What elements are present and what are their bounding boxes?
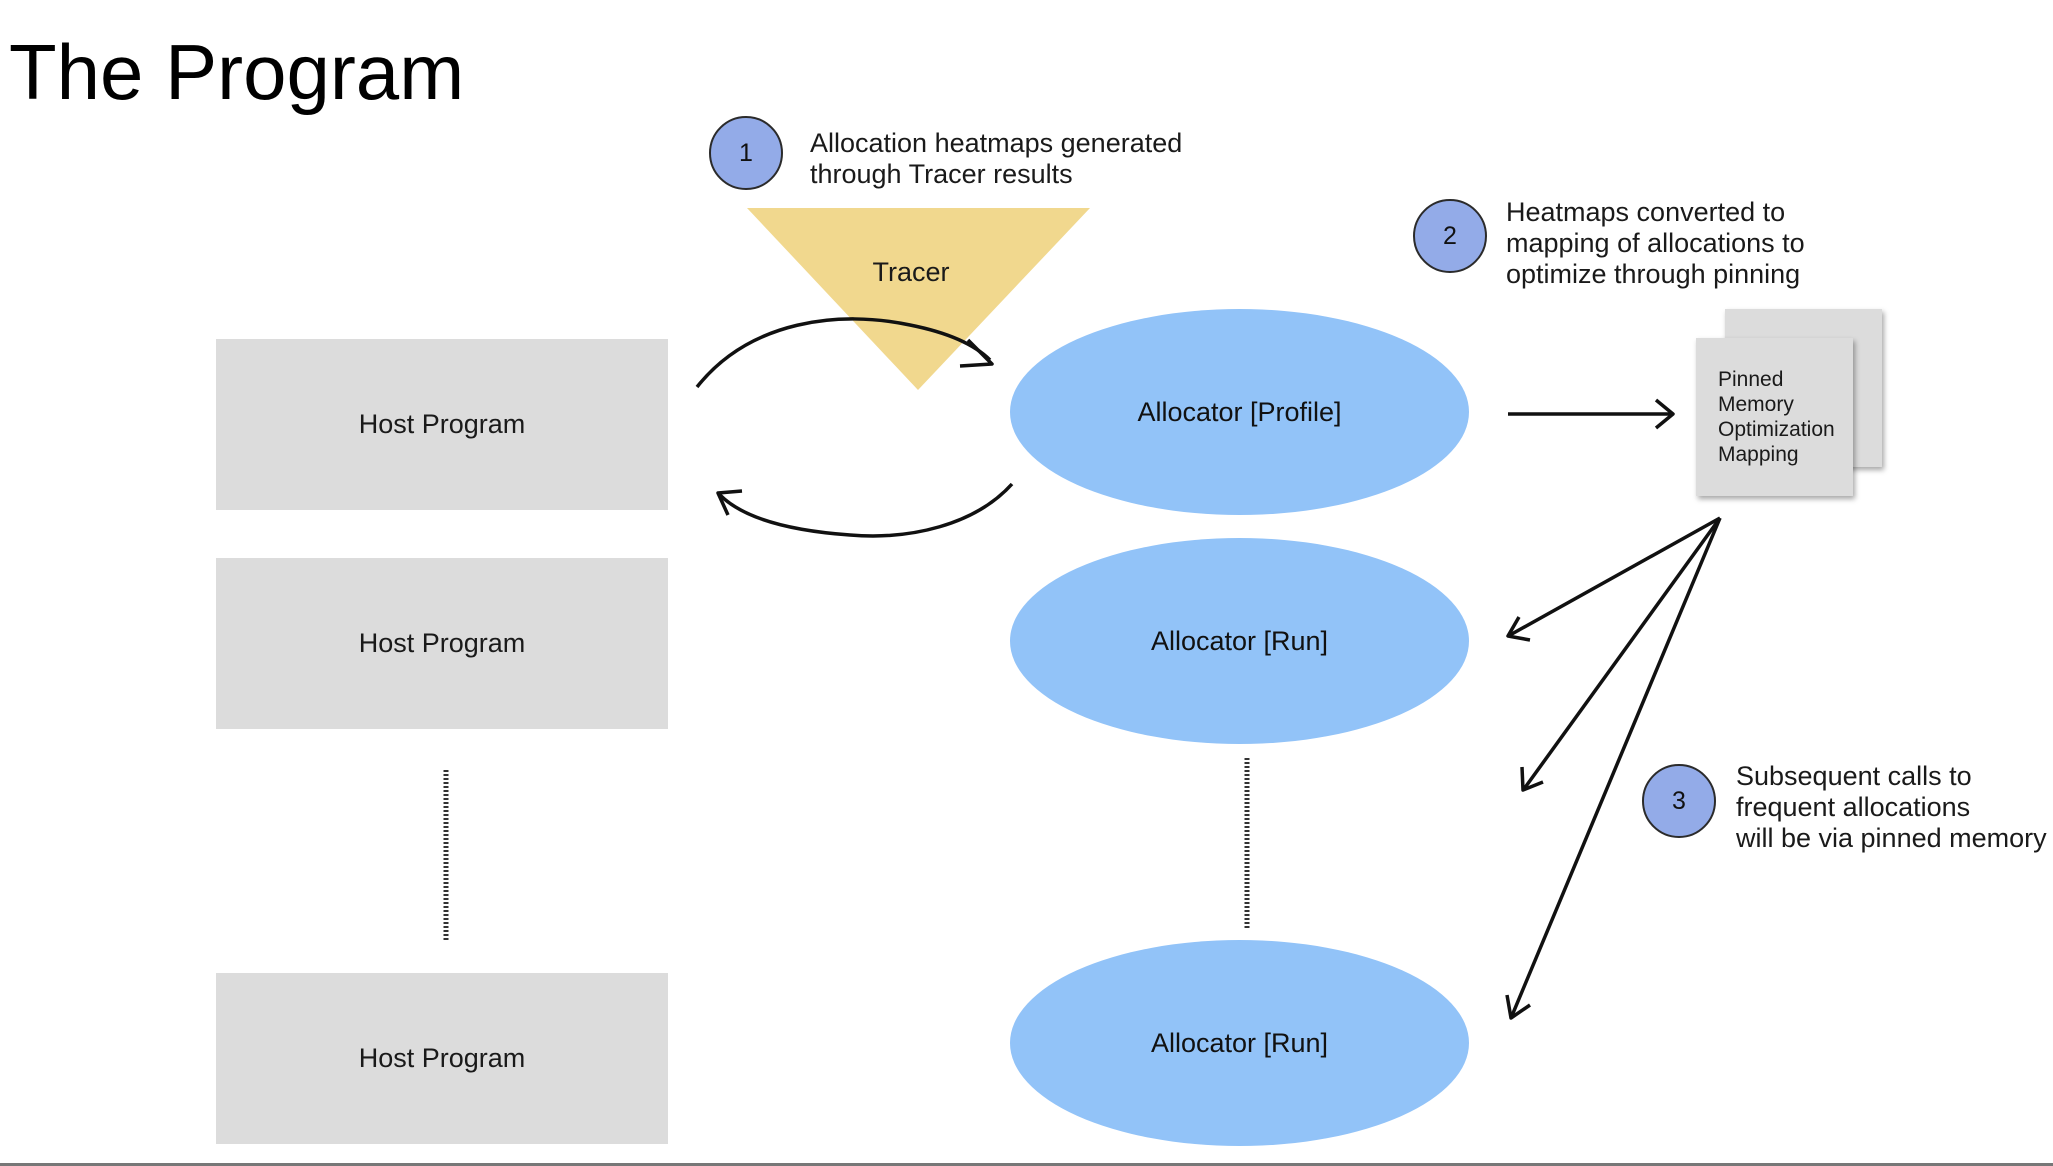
allocator-run-2: Allocator [Run] — [1010, 940, 1469, 1146]
mapping-card-label: Pinned Memory Optimization Mapping — [1718, 368, 1835, 466]
step-note-3: Subsequent calls to frequent allocations… — [1736, 761, 2047, 853]
tracer-label: Tracer — [872, 257, 950, 287]
host-program-box-1: Host Program — [216, 339, 668, 510]
allocator-run-1: Allocator [Run] — [1010, 538, 1469, 744]
tracer-triangle — [747, 208, 1090, 390]
arrowhead — [716, 489, 743, 516]
arrow-to-allocator-run-2 — [1509, 517, 1722, 1019]
host-program-box-2: Host Program — [216, 558, 668, 729]
bottom-divider — [0, 1163, 2053, 1166]
step-note-1: Allocation heatmaps generated through Tr… — [810, 128, 1183, 189]
step-badge-2: 2 — [1413, 199, 1487, 273]
arrowhead — [959, 338, 994, 368]
arrow-to-dotted-run — [1522, 516, 1722, 791]
allocator-profile: Allocator [Profile] — [1010, 309, 1469, 515]
arrowhead — [1654, 398, 1675, 430]
arrowhead — [1505, 994, 1531, 1020]
arrowhead — [1520, 766, 1544, 792]
curve-arrow-to-allocator — [695, 317, 992, 389]
step-badge-3: 3 — [1642, 764, 1716, 838]
arrow-to-allocator-run-1 — [1509, 516, 1721, 637]
step-badge-1: 1 — [709, 116, 783, 190]
step-note-2: Heatmaps converted to mapping of allocat… — [1506, 197, 1805, 289]
arrowhead — [1506, 616, 1531, 642]
host-program-box-3: Host Program — [216, 973, 668, 1144]
curve-arrow-to-host — [718, 482, 1014, 538]
page-title: The Program — [9, 28, 465, 116]
mapping-card: Pinned Memory Optimization Mapping — [1696, 338, 1853, 496]
